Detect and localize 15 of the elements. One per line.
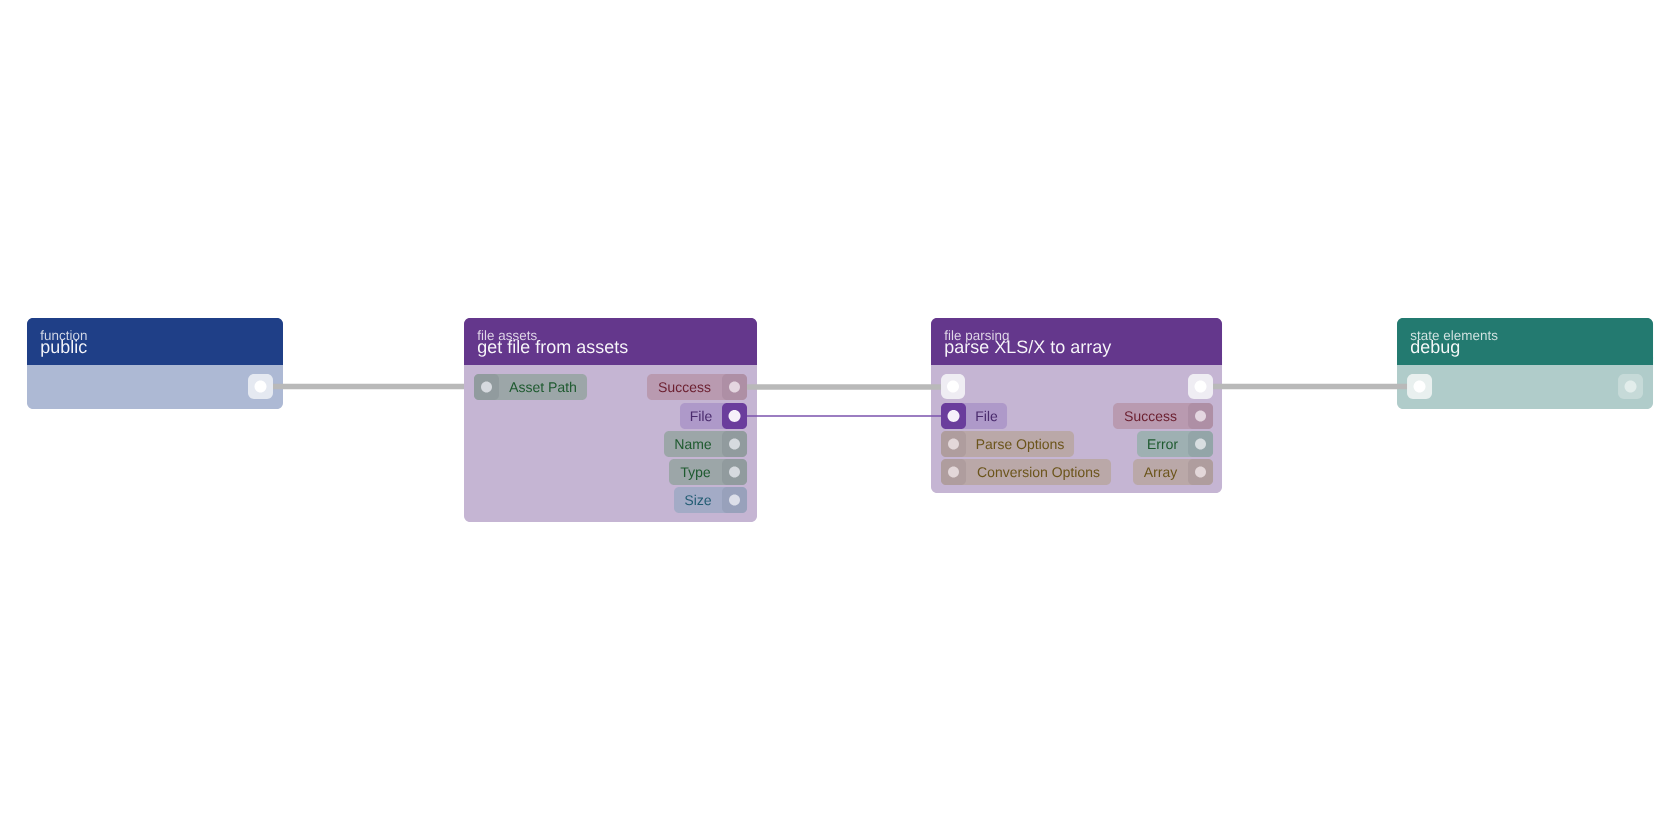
node-label: Conversion Options <box>977 466 1100 480</box>
port-handle <box>941 374 965 399</box>
connection-line <box>273 383 464 390</box>
connection-line <box>1213 383 1407 390</box>
port-handle <box>1407 374 1432 399</box>
port-handle <box>248 374 273 399</box>
node-label: Name <box>675 439 712 450</box>
node-label: Type <box>680 467 711 480</box>
node-card: function public <box>27 318 283 409</box>
connection-line <box>746 415 942 417</box>
port-handle <box>1188 374 1213 399</box>
node-label: Parse Options <box>976 438 1064 452</box>
port-handle <box>1618 374 1643 399</box>
node-card: state elements debug <box>1397 318 1653 409</box>
connection-line <box>747 384 941 390</box>
